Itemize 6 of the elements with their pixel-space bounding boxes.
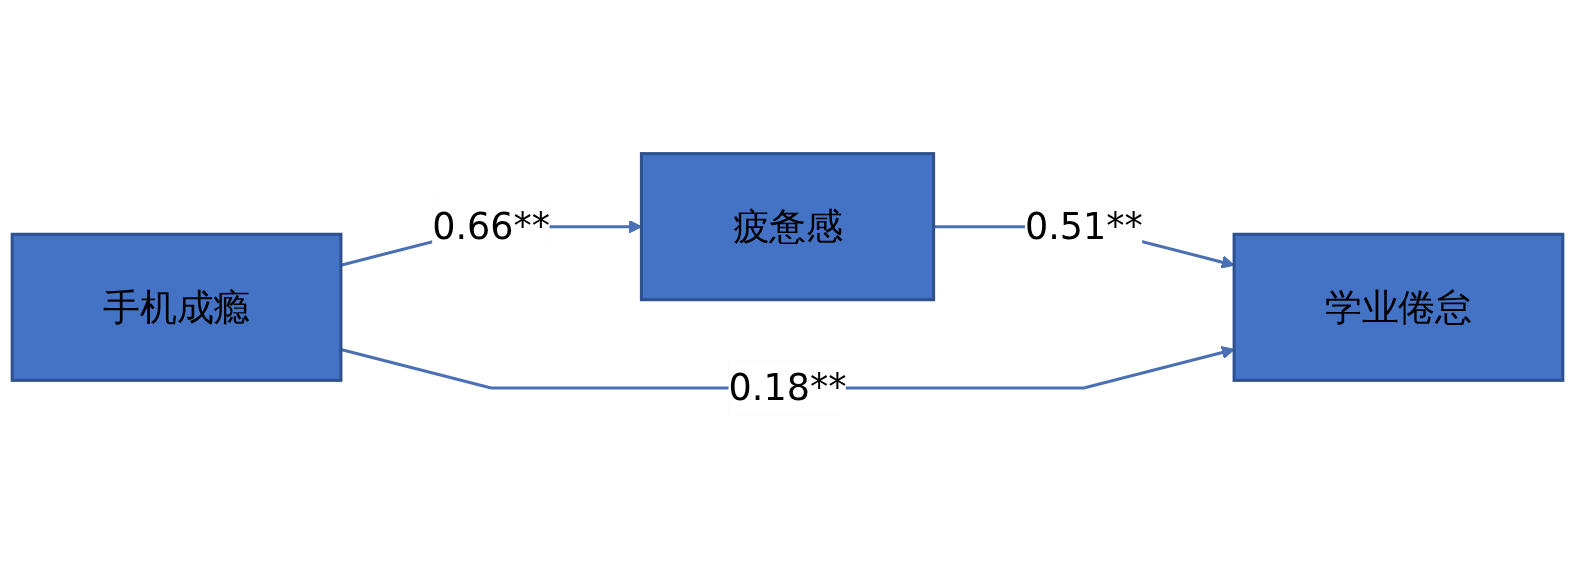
node-box: 学业倦怠 [1232, 232, 1565, 382]
node-box: 疲惫感 [639, 152, 936, 302]
node-box: 手机成瘾 [10, 232, 343, 382]
edge-label: 0.51** [1024, 205, 1143, 248]
edge-label: 0.66** [432, 205, 551, 248]
edge-label: 0.18** [728, 366, 847, 410]
